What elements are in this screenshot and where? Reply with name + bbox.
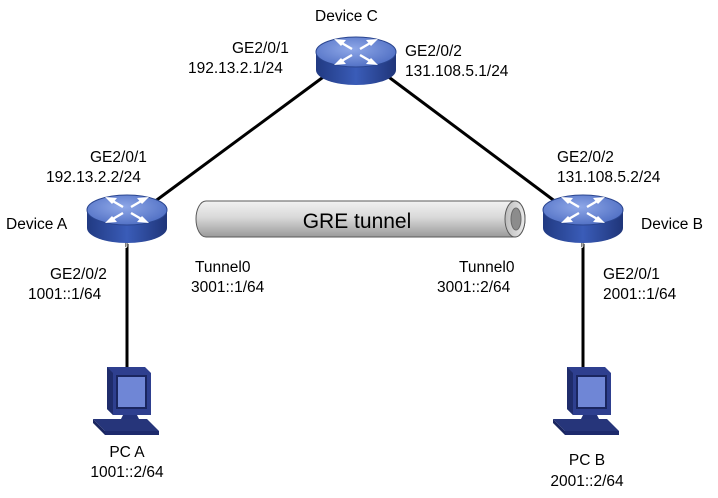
interface-port: GE2/0/2 xyxy=(557,149,614,166)
interface-port: GE2/0/1 xyxy=(232,40,289,57)
device-a-name: Device A xyxy=(6,216,68,233)
tunnel-interface-port: Tunnel0 xyxy=(459,259,515,276)
interface-port: GE2/0/1 xyxy=(603,266,660,283)
router-badge: ROUTER xyxy=(341,85,371,92)
interface-port: GE2/0/1 xyxy=(90,149,147,166)
router-badge: ROUTER xyxy=(112,243,142,250)
interface-address: 131.108.5.2/24 xyxy=(557,169,661,186)
pc-a-address: 1001::2/64 xyxy=(90,464,164,481)
tunnel-interface-address: 3001::2/64 xyxy=(437,279,511,296)
interface-address: 192.13.2.1/24 xyxy=(188,60,283,77)
tunnel-interface-address: 3001::1/64 xyxy=(191,279,265,296)
router-icon xyxy=(314,35,398,87)
tunnel-interface-port: Tunnel0 xyxy=(195,259,251,276)
interface-address: 2001::1/64 xyxy=(603,286,677,303)
interface-port: GE2/0/2 xyxy=(50,266,107,283)
interface-address: 192.13.2.2/24 xyxy=(46,169,141,186)
pc-b-name: PC B xyxy=(568,452,606,469)
router-badge: ROUTER xyxy=(568,243,598,250)
interface-address: 131.108.5.1/24 xyxy=(405,63,509,80)
interface-port: GE2/0/2 xyxy=(405,43,462,60)
tunnel-label: GRE tunnel xyxy=(303,210,412,233)
pc-b-address: 2001::2/64 xyxy=(550,473,624,490)
pc-a-name: PC A xyxy=(109,444,145,461)
device-c-name: Device C xyxy=(315,8,378,25)
pc-icon xyxy=(92,366,160,436)
router-icon xyxy=(541,193,625,245)
pc-icon xyxy=(552,366,620,436)
device-b-name: Device B xyxy=(641,216,704,233)
link-c-b xyxy=(385,73,561,207)
interface-address: 1001::1/64 xyxy=(28,286,102,303)
router-icon xyxy=(85,193,169,245)
link-a-c xyxy=(149,73,327,207)
tunnel-pipe xyxy=(195,200,526,238)
